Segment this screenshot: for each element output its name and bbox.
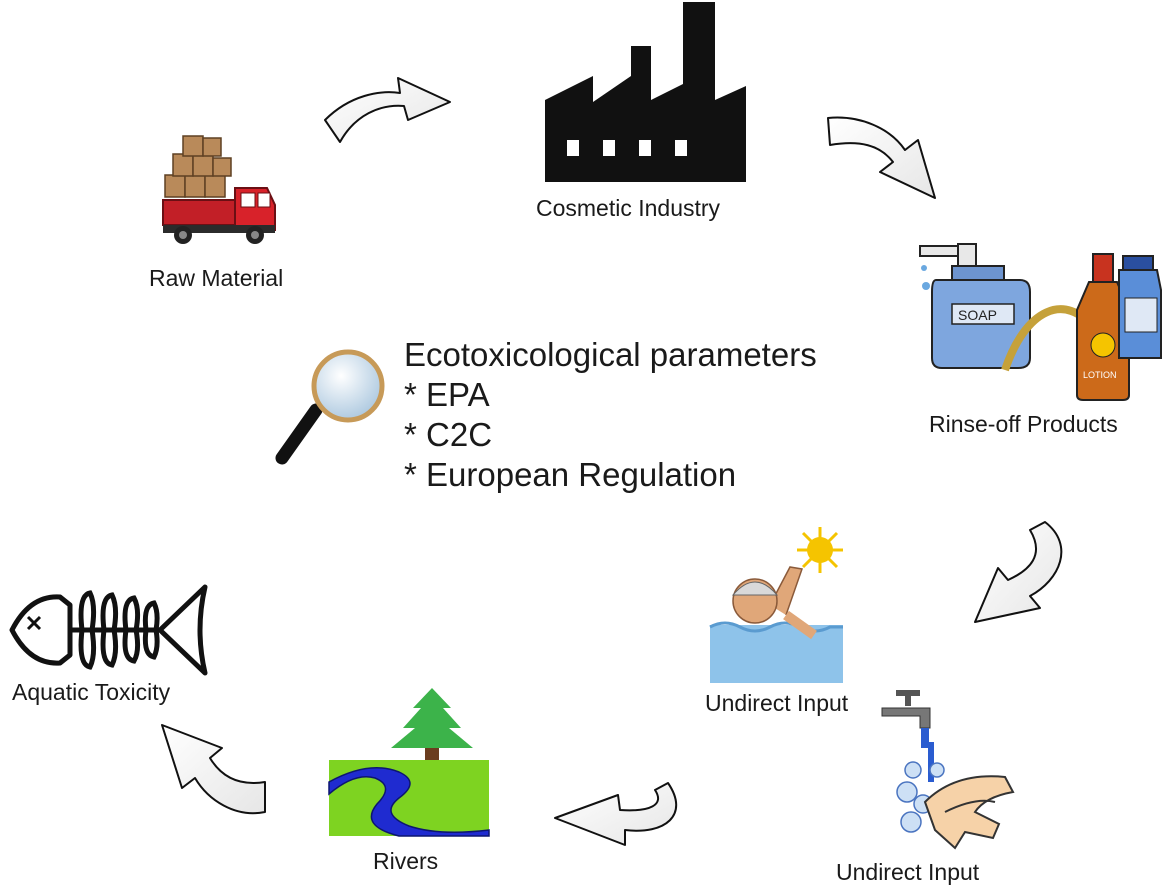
arrow-rinse-to-swim bbox=[974, 521, 1063, 623]
center-text-block: Ecotoxicological parameters * EPA * C2C … bbox=[404, 335, 817, 495]
arrow-industry-to-rinse bbox=[827, 116, 936, 199]
arrow-raw-to-industry bbox=[324, 77, 451, 143]
river-icon bbox=[328, 760, 490, 837]
node-label-undirect-input-wash: Undirect Input bbox=[836, 859, 980, 885]
lotion-label: LOTION bbox=[1083, 370, 1117, 380]
center-item-european-regulation: * European Regulation bbox=[404, 456, 737, 493]
truck-icon bbox=[162, 135, 276, 244]
center-title: Ecotoxicological parameters bbox=[404, 336, 817, 373]
arrow-wash-to-rivers bbox=[554, 782, 678, 846]
node-label-raw-material: Raw Material bbox=[149, 265, 284, 291]
hands-icon bbox=[896, 742, 1015, 850]
center-item-epa: * EPA bbox=[404, 376, 490, 413]
sun-icon bbox=[797, 527, 843, 573]
factory-icon bbox=[545, 2, 746, 182]
node-label-aquatic-toxicity: Aquatic Toxicity bbox=[12, 679, 171, 705]
fish-skeleton-icon bbox=[9, 584, 208, 676]
lotion-bottle-icon: LOTION bbox=[1001, 253, 1162, 401]
faucet-icon bbox=[881, 690, 931, 748]
tree-icon bbox=[391, 688, 473, 762]
node-label-cosmetic-industry: Cosmetic Industry bbox=[536, 195, 721, 221]
arrow-rivers-to-aquatic bbox=[161, 724, 266, 815]
soap-label: SOAP bbox=[958, 307, 997, 323]
soap-bottle-icon: SOAP bbox=[919, 243, 1031, 369]
node-label-rinse-off-products: Rinse-off Products bbox=[929, 411, 1118, 437]
node-label-undirect-input-swim: Undirect Input bbox=[705, 690, 849, 716]
swimmer-icon bbox=[709, 566, 843, 683]
magnifier-icon bbox=[275, 349, 385, 465]
center-item-c2c: * C2C bbox=[404, 416, 493, 453]
node-label-rivers: Rivers bbox=[373, 848, 439, 874]
